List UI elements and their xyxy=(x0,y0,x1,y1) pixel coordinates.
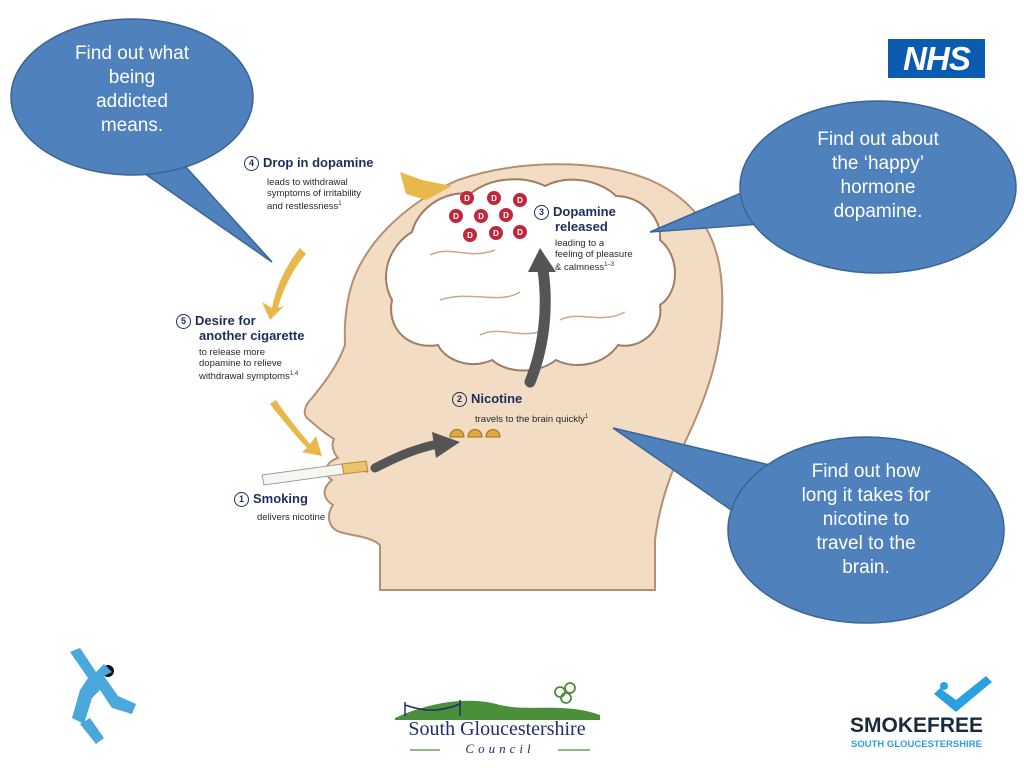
callout-addiction-text: Find out what being addicted means. xyxy=(74,43,190,136)
brain-fold xyxy=(559,311,626,321)
dopamine-letters: D D D D D D D D D xyxy=(453,194,523,240)
svg-text:D: D xyxy=(478,212,484,221)
step-1-title: Smoking xyxy=(253,491,308,506)
step-5-desc-line: to release more xyxy=(199,347,266,358)
bridge-hills-icon xyxy=(395,700,600,720)
svg-text:D: D xyxy=(491,194,497,203)
figure-logo-icon xyxy=(70,648,136,744)
south-glos-logo-title: South Gloucestershire xyxy=(408,718,586,740)
south-glos-logo-subtitle: Council xyxy=(465,741,535,756)
step-3-desc-line: feeling of pleasure xyxy=(555,249,633,260)
callout-nicotine-time-text: Find out how long it takes for nicotine … xyxy=(801,461,931,578)
dopamine-molecule xyxy=(474,209,488,223)
step-2-number: 2 xyxy=(452,392,467,407)
step-2-ref: 1 xyxy=(584,414,589,420)
step-3-title-line: released xyxy=(555,219,608,234)
step-5-number: 5 xyxy=(176,314,191,329)
step-3-desc-line: leading to a xyxy=(555,238,605,249)
dopamine-molecule xyxy=(460,191,474,205)
step-1-desc: delivers nicotine xyxy=(257,512,326,523)
dopamine-molecule xyxy=(463,228,477,242)
callout-addiction xyxy=(10,18,273,263)
dopamine-molecule xyxy=(513,225,527,239)
step-1-number: 1 xyxy=(234,492,249,507)
svg-text:D: D xyxy=(467,231,473,240)
step-5-desc-line: withdrawal symptoms xyxy=(199,371,290,383)
dopamine-molecule xyxy=(487,191,501,205)
arrow-to-brain xyxy=(400,172,452,200)
step-2-desc: travels to the brain quickly xyxy=(475,414,585,426)
step-3-title-line: Dopamine xyxy=(553,204,616,219)
nicotine-molecules xyxy=(449,429,501,438)
step-4-number: 4 xyxy=(244,156,259,171)
step-5-title-line: Desire for xyxy=(195,313,256,328)
dopamine-molecules xyxy=(449,191,527,242)
step-3-desc-line: & calmness xyxy=(555,262,605,274)
step-2-label: 2 Nicotine travels to the brain quickly1 xyxy=(452,392,622,425)
dopamine-release-arrow xyxy=(524,248,556,388)
step-1-label: 1 Smoking delivers nicotine xyxy=(234,492,374,523)
step-5-ref: 1,4 xyxy=(289,371,299,377)
step-4-desc-line: and restlessness xyxy=(267,201,339,213)
check-logo-icon xyxy=(934,676,992,712)
callout-dopamine-text: Find out about the ‘happy’ hormone dopam… xyxy=(817,129,939,222)
callout-dopamine xyxy=(649,100,1017,274)
nhs-logo: NHS xyxy=(888,39,985,78)
step-4-label: 4 Drop in dopamine leads to withdrawal sy… xyxy=(244,156,404,212)
step-4-ref: 1 xyxy=(338,201,342,207)
svg-text:D: D xyxy=(464,194,470,203)
step-5-label: 5 Desire for another cigarette to release… xyxy=(176,314,341,382)
cigarette-icon xyxy=(261,460,369,486)
step-5-desc-line: dopamine to relieve xyxy=(199,358,282,369)
step-2-title: Nicotine xyxy=(471,391,523,406)
step-3-ref: 1–3 xyxy=(604,262,615,268)
step-4-title: Drop in dopamine xyxy=(263,155,374,170)
dopamine-molecule xyxy=(513,193,527,207)
callout-nicotine-time xyxy=(612,427,1005,624)
dopamine-molecule xyxy=(449,209,463,223)
svg-text:D: D xyxy=(453,212,459,221)
smokefree-logo-subtitle: SOUTH GLOUCESTERSHIRE xyxy=(851,739,982,750)
dopamine-molecule xyxy=(489,226,503,240)
arrow-to-desire xyxy=(262,248,306,320)
step-3-label: 3 Dopamine released leading to a feeling … xyxy=(534,205,644,273)
svg-text:D: D xyxy=(503,211,509,220)
step-4-desc-line: symptoms of irritability xyxy=(267,188,361,199)
tree-icon xyxy=(554,682,576,704)
svg-text:D: D xyxy=(517,196,523,205)
brain xyxy=(384,178,676,372)
step-3-number: 3 xyxy=(534,205,549,220)
arrow-to-smoking xyxy=(270,400,322,456)
nicotine-arrow xyxy=(370,432,460,473)
brain-fold xyxy=(439,291,521,301)
svg-text:D: D xyxy=(517,228,523,237)
svg-text:D: D xyxy=(493,229,499,238)
step-5-title-line: another cigarette xyxy=(199,328,305,343)
brain-fold xyxy=(429,249,496,256)
smokefree-logo-title: SMOKEFREE xyxy=(849,714,983,737)
dopamine-molecule xyxy=(499,208,513,222)
step-4-desc-line: leads to withdrawal xyxy=(267,177,348,188)
